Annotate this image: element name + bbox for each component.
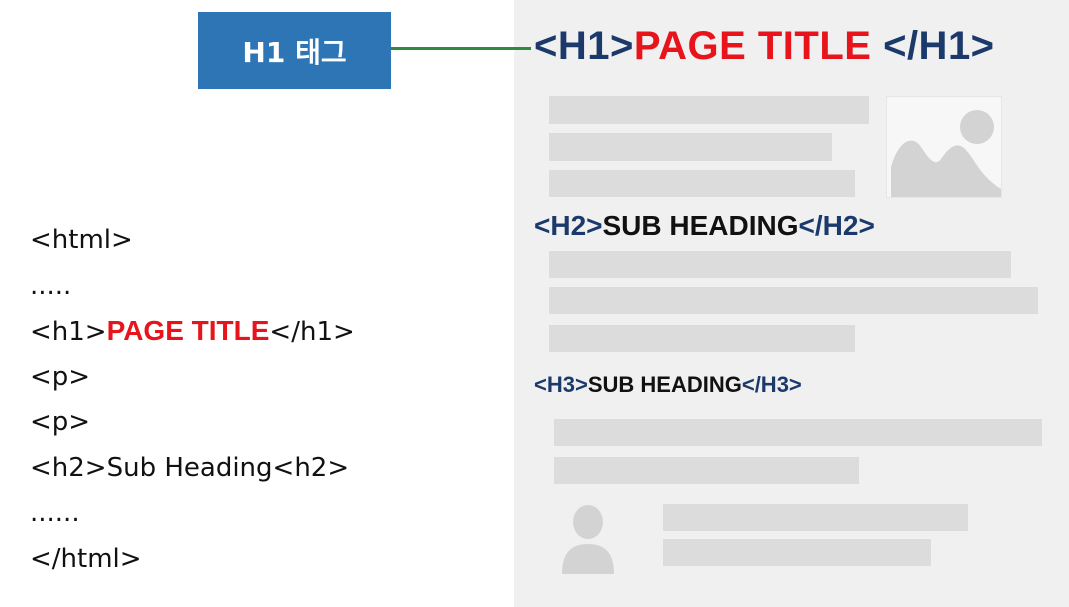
image-placeholder-icon [886, 96, 1002, 198]
user-placeholder-icon [560, 502, 616, 574]
h2-heading-text: SUB HEADING [602, 210, 799, 241]
placeholder-text-bar [663, 504, 968, 531]
h1-close-tag: </H1> [883, 24, 995, 68]
code-line: ..... [30, 270, 72, 301]
h2-close-tag: </H2> [798, 210, 875, 241]
placeholder-text-bar [554, 457, 859, 484]
h3-close-tag: </H3> [741, 372, 802, 397]
placeholder-text-bar [549, 251, 1011, 278]
placeholder-text-bar [663, 539, 931, 566]
h1-tag-label: H1 태그 [198, 12, 391, 89]
h1-open-tag: <H1> [534, 24, 634, 68]
h1-title-text: PAGE TITLE [633, 24, 884, 68]
code-h1-open-tag: <h1> [30, 317, 107, 347]
placeholder-text-bar [549, 287, 1038, 314]
code-line: ...... [30, 498, 80, 528]
html-source-code: <html> ..... <h1>PAGE TITLE</h1> <p> <p>… [30, 222, 355, 586]
code-h1-title: PAGE TITLE [106, 315, 270, 346]
code-line: <p> [30, 407, 91, 437]
code-line: <html> [30, 225, 133, 255]
label-connector-line [391, 47, 531, 50]
h3-heading-text: SUB HEADING [587, 372, 742, 397]
placeholder-text-bar [549, 170, 855, 197]
code-h1-close-tag: </h1> [269, 317, 355, 347]
page-mockup: <H1>PAGE TITLE </H1> <H2>SUB HEADING</H2… [514, 0, 1069, 607]
mock-h3-heading: <H3>SUB HEADING</H3> [534, 372, 802, 398]
placeholder-text-bar [549, 96, 869, 124]
code-line-h1: <h1>PAGE TITLE</h1> [30, 313, 355, 359]
placeholder-text-bar [554, 419, 1042, 446]
code-line: <h2>Sub Heading<h2> [30, 452, 350, 483]
placeholder-text-bar [549, 325, 855, 352]
placeholder-text-bar [549, 133, 832, 161]
mock-h2-heading: <H2>SUB HEADING</H2> [534, 210, 875, 242]
h2-open-tag: <H2> [534, 210, 603, 241]
code-line: <p> [30, 361, 91, 392]
mock-h1-heading: <H1>PAGE TITLE </H1> [534, 24, 995, 69]
h3-open-tag: <H3> [534, 372, 588, 397]
code-line: </html> [30, 543, 142, 574]
